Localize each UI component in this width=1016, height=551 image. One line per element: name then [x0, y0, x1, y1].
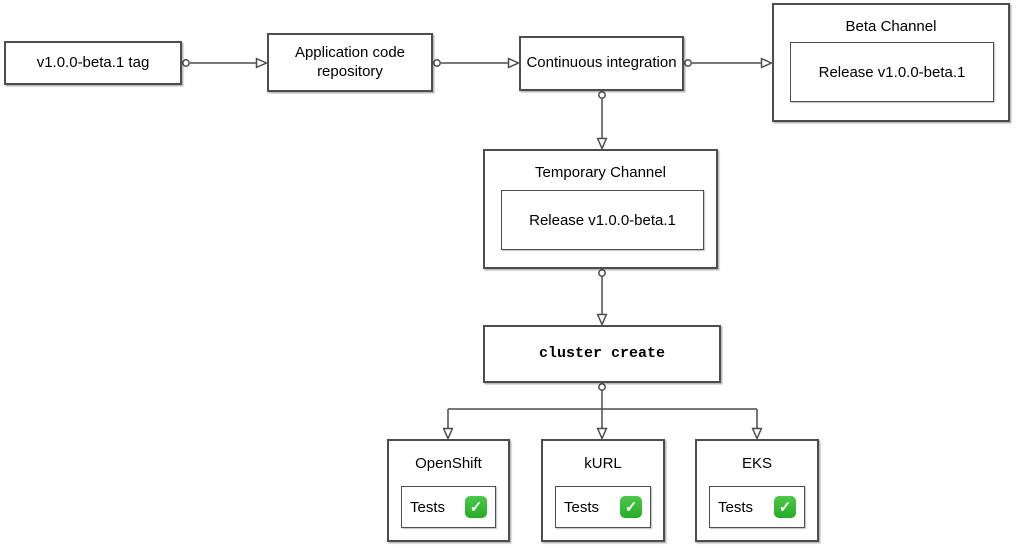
node-temporary-channel: Temporary Channel Release v1.0.0-beta.1: [483, 149, 718, 269]
continuous-integration-label: Continuous integration: [526, 54, 677, 72]
node-beta-channel: Beta Channel Release v1.0.0-beta.1: [772, 3, 1010, 122]
node-continuous-integration: Continuous integration: [519, 36, 684, 91]
node-cluster-create: cluster create: [483, 325, 721, 383]
openshift-tests-box: Tests ✓: [401, 486, 496, 528]
node-eks-cluster: EKS Tests ✓: [695, 439, 819, 542]
eks-tests-label: Tests: [718, 498, 754, 516]
arrow-ci-to-beta-channel: [684, 57, 774, 69]
node-kurl-cluster: kURL Tests ✓: [541, 439, 665, 542]
arrow-temporary-channel-to-cluster-create: [596, 269, 608, 327]
arrow-ci-to-temporary-channel: [596, 91, 608, 151]
node-openshift-cluster: OpenShift Tests ✓: [387, 439, 510, 542]
kurl-tests-label: Tests: [564, 498, 600, 516]
repository-label: Application code repository: [294, 43, 406, 80]
arrow-repo-to-ci: [433, 57, 521, 69]
eks-tests-box: Tests ✓: [709, 486, 805, 528]
temporary-channel-title: Temporary Channel: [535, 164, 666, 181]
node-application-code-repository: Application code repository: [267, 33, 433, 92]
openshift-title: OpenShift: [415, 455, 482, 472]
eks-title: EKS: [741, 455, 772, 472]
check-passed-icon: ✓: [465, 496, 487, 518]
kurl-tests-box: Tests ✓: [555, 486, 651, 528]
version-tag-label: v1.0.0-beta.1 tag: [36, 53, 150, 71]
temporary-release-label: Release v1.0.0-beta.1: [529, 211, 676, 229]
cluster-create-label: cluster create: [538, 344, 666, 362]
beta-release-label: Release v1.0.0-beta.1: [818, 63, 966, 81]
check-passed-icon: ✓: [774, 496, 796, 518]
kurl-title: kURL: [584, 455, 622, 472]
beta-channel-release-box: Release v1.0.0-beta.1: [790, 42, 994, 102]
check-passed-icon: ✓: [620, 496, 642, 518]
temporary-channel-release-box: Release v1.0.0-beta.1: [501, 190, 704, 250]
arrow-cluster-create-to-test-clusters: [442, 383, 763, 441]
openshift-tests-label: Tests: [410, 498, 446, 516]
arrow-tag-to-repo: [182, 57, 269, 69]
node-version-tag: v1.0.0-beta.1 tag: [4, 41, 182, 85]
beta-channel-title: Beta Channel: [845, 18, 937, 35]
